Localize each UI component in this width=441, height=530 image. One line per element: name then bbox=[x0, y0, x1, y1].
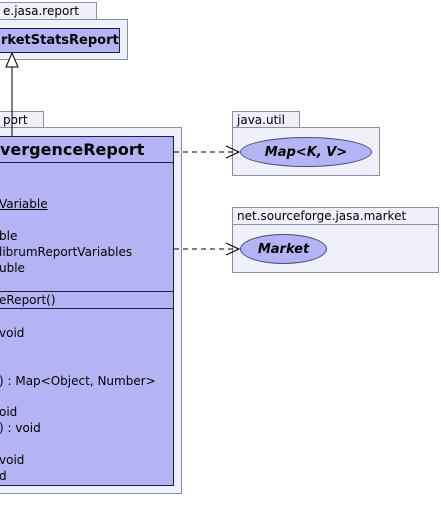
package-label: e.jasa.report bbox=[3, 4, 79, 18]
method: d bbox=[0, 469, 7, 483]
package-tab-market: net.sourceforge.jasa.market bbox=[232, 207, 439, 225]
interface-map[interactable]: Map<K, V> bbox=[240, 137, 372, 167]
interface-market[interactable]: Market bbox=[240, 234, 327, 264]
package-label: java.util bbox=[237, 113, 285, 127]
interface-label: Market bbox=[257, 241, 310, 257]
dependency-arrowhead-market bbox=[225, 242, 241, 256]
method: oid bbox=[0, 405, 18, 419]
generalization-arrowhead bbox=[5, 51, 19, 68]
attribute: Variable bbox=[0, 197, 48, 211]
package-label: port bbox=[3, 113, 28, 127]
package-tab-java-util: java.util bbox=[232, 111, 300, 129]
divider bbox=[0, 308, 173, 309]
package-tab-top: e.jasa.report bbox=[0, 2, 97, 20]
class-title: vergenceReport bbox=[0, 140, 145, 159]
class-title: rketStatsReport bbox=[1, 33, 119, 48]
class-box-top[interactable]: rketStatsReport bbox=[0, 28, 120, 53]
attribute: uble bbox=[0, 261, 25, 275]
package-label: net.sourceforge.jasa.market bbox=[237, 209, 407, 223]
package-tab-main: port bbox=[0, 111, 44, 129]
dependency-arrowhead-map bbox=[225, 145, 241, 159]
divider bbox=[0, 291, 173, 292]
class-box-main[interactable]: vergenceReport Variable ble librumReport… bbox=[0, 136, 174, 486]
method: void bbox=[0, 453, 25, 467]
method: ) : void bbox=[0, 421, 41, 435]
method: ) : Map<Object, Number> bbox=[0, 374, 156, 388]
constructor: eReport() bbox=[0, 293, 56, 307]
method: void bbox=[0, 326, 25, 340]
attribute: librumReportVariables bbox=[0, 245, 133, 259]
attribute: ble bbox=[0, 229, 18, 243]
interface-label: Map<K, V> bbox=[264, 144, 348, 160]
divider bbox=[0, 162, 173, 163]
